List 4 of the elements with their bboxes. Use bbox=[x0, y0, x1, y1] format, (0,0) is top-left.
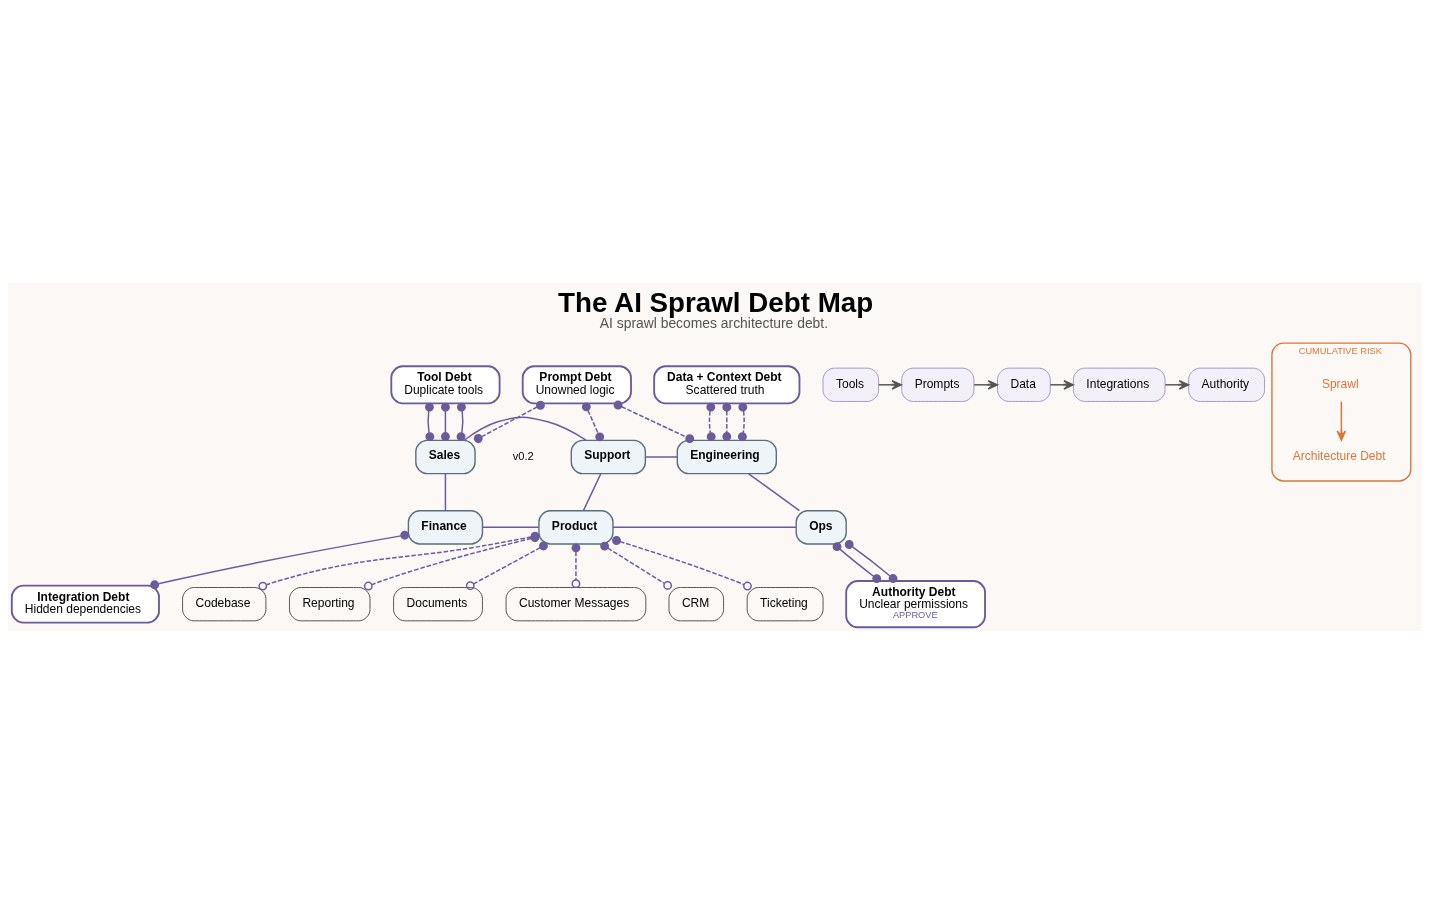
label: v0.2 bbox=[512, 449, 534, 462]
node-text: Architecture Debt bbox=[1292, 449, 1386, 464]
node-text: Sprawl bbox=[1321, 376, 1359, 391]
diagram-title: The AI Sprawl Debt Map bbox=[558, 286, 874, 318]
